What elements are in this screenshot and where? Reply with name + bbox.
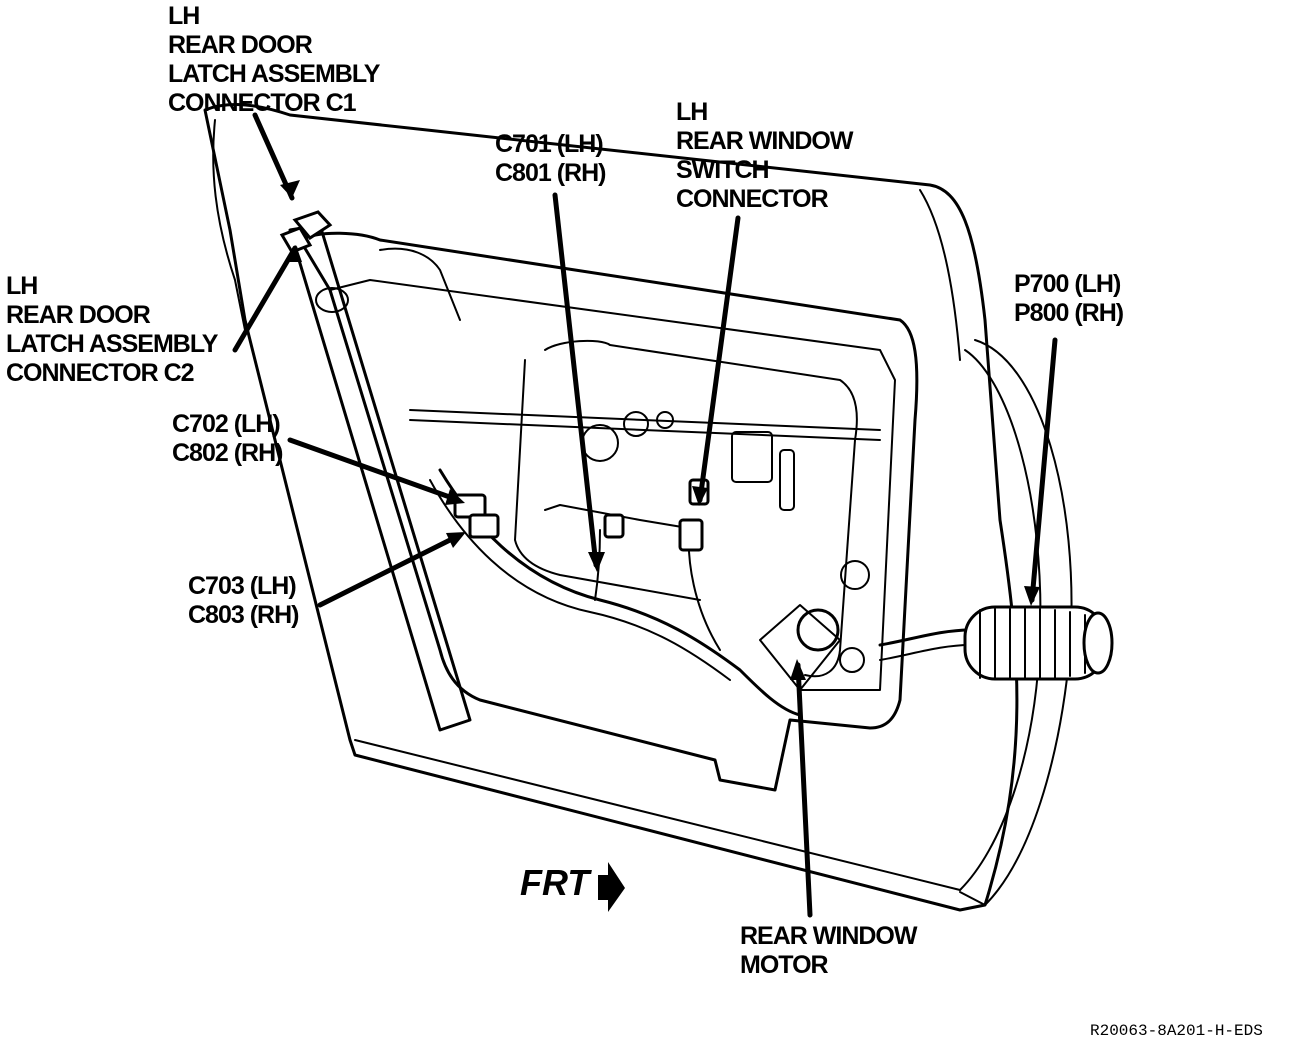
leader-p700 bbox=[1029, 337, 1058, 603]
door-shell bbox=[203, 103, 1114, 912]
figure-reference: R20063-8A201-H-EDS bbox=[1090, 1022, 1263, 1040]
leader-motor bbox=[795, 662, 813, 918]
front-arrow-icon bbox=[598, 862, 625, 912]
label-c702: C702 (LH) C802 (RH) bbox=[172, 410, 283, 467]
front-label: FRT bbox=[520, 862, 590, 903]
label-c701: C701 (LH) C801 (RH) bbox=[495, 130, 606, 187]
label-p700: P700 (LH) P800 (RH) bbox=[1014, 270, 1124, 327]
leader-switch bbox=[697, 215, 741, 503]
label-c703: C703 (LH) C803 (RH) bbox=[188, 572, 299, 629]
leader-c703 bbox=[317, 532, 463, 608]
label-motor: REAR WINDOW MOTOR bbox=[740, 922, 917, 979]
leader-c702 bbox=[287, 437, 461, 503]
harness-boot bbox=[963, 605, 1114, 681]
label-latch-c2: LH REAR DOOR LATCH ASSEMBLY CONNECTOR C2 bbox=[6, 272, 218, 387]
label-switch-connector: LH REAR WINDOW SWITCH CONNECTOR bbox=[676, 98, 853, 213]
leader-lines bbox=[232, 112, 1058, 918]
label-latch-c1: LH REAR DOOR LATCH ASSEMBLY CONNECTOR C1 bbox=[168, 2, 380, 117]
leader-latch-c2 bbox=[232, 245, 298, 353]
leader-c701 bbox=[552, 192, 599, 568]
